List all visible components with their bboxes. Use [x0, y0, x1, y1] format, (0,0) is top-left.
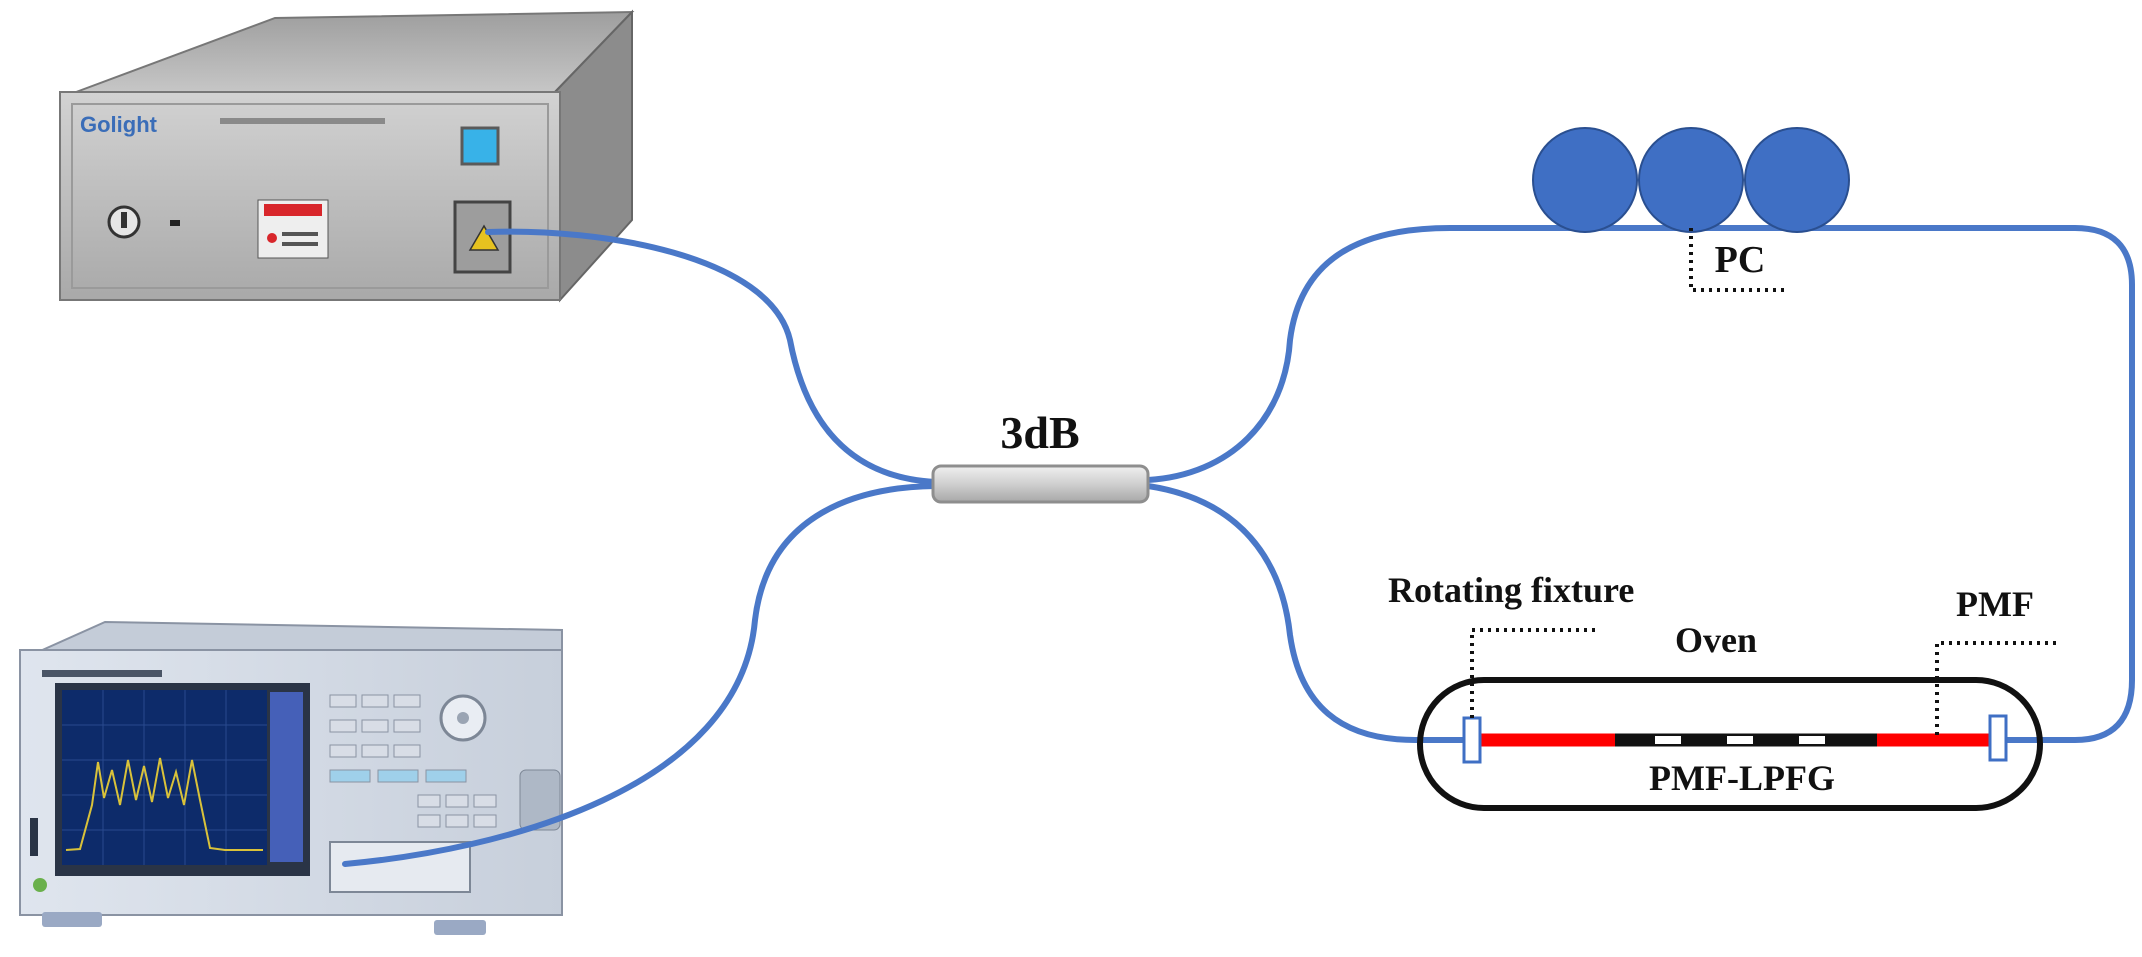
pc-label: PC [1715, 239, 1766, 281]
pmf-label: PMF [1956, 584, 2034, 624]
light-source-brand: Golight [80, 112, 158, 137]
rotating-fixture-leader-line [1470, 628, 1598, 718]
key-slot-icon [121, 212, 127, 228]
pc-paddle-1 [1532, 127, 1638, 233]
osa-foot-right [434, 920, 486, 935]
light-source-front-panel [71, 103, 549, 289]
fibers [342, 225, 2135, 867]
fiber-coupler-to-oven [1145, 483, 1473, 743]
fiber-coupler-to-pc [1145, 225, 2135, 483]
fiber-loop-right-side [1990, 282, 2135, 743]
rotating-fixture-right [1988, 714, 2008, 762]
osa-power-button-icon [33, 878, 47, 892]
laser-warning-label [257, 199, 329, 259]
osa-foot-left [42, 912, 102, 927]
rotating-fixture-label: Rotating fixture [1388, 570, 1634, 610]
osa-right-handle [519, 769, 561, 831]
coupler-3db [931, 464, 1150, 504]
osa-knob-center-icon [457, 712, 469, 724]
light-source-top [59, 10, 635, 99]
rotating-fixture-left [1462, 716, 1482, 764]
light-source-model-text [220, 118, 385, 124]
coupler-label: 3dB [1000, 407, 1079, 458]
polarization-controller [1532, 127, 1850, 233]
osa-side-slot [30, 818, 38, 856]
grating-period-marks [1655, 736, 1825, 744]
pmf-lpfg-label: PMF-LPFG [1649, 758, 1835, 798]
oven-label: Oven [1675, 620, 1757, 660]
laser-hazard-icon [468, 224, 500, 251]
fiber-osa-to-coupler [342, 483, 938, 867]
optical-spectrum-analyzer [19, 620, 563, 935]
osa-grid [62, 690, 267, 865]
power-led-icon [170, 220, 180, 226]
pc-paddle-3 [1744, 127, 1850, 233]
osa-softkey-column [270, 692, 303, 862]
light-source-display-icon [460, 126, 500, 166]
fiber-source-to-coupler [485, 228, 938, 485]
light-source: Golight [59, 9, 635, 303]
oven-enclosure [1417, 677, 2043, 811]
osa-model-text [42, 670, 162, 677]
pc-paddle-2 [1638, 127, 1744, 233]
osa-keypad [329, 694, 497, 828]
osa-spectrum-trace [65, 757, 263, 851]
